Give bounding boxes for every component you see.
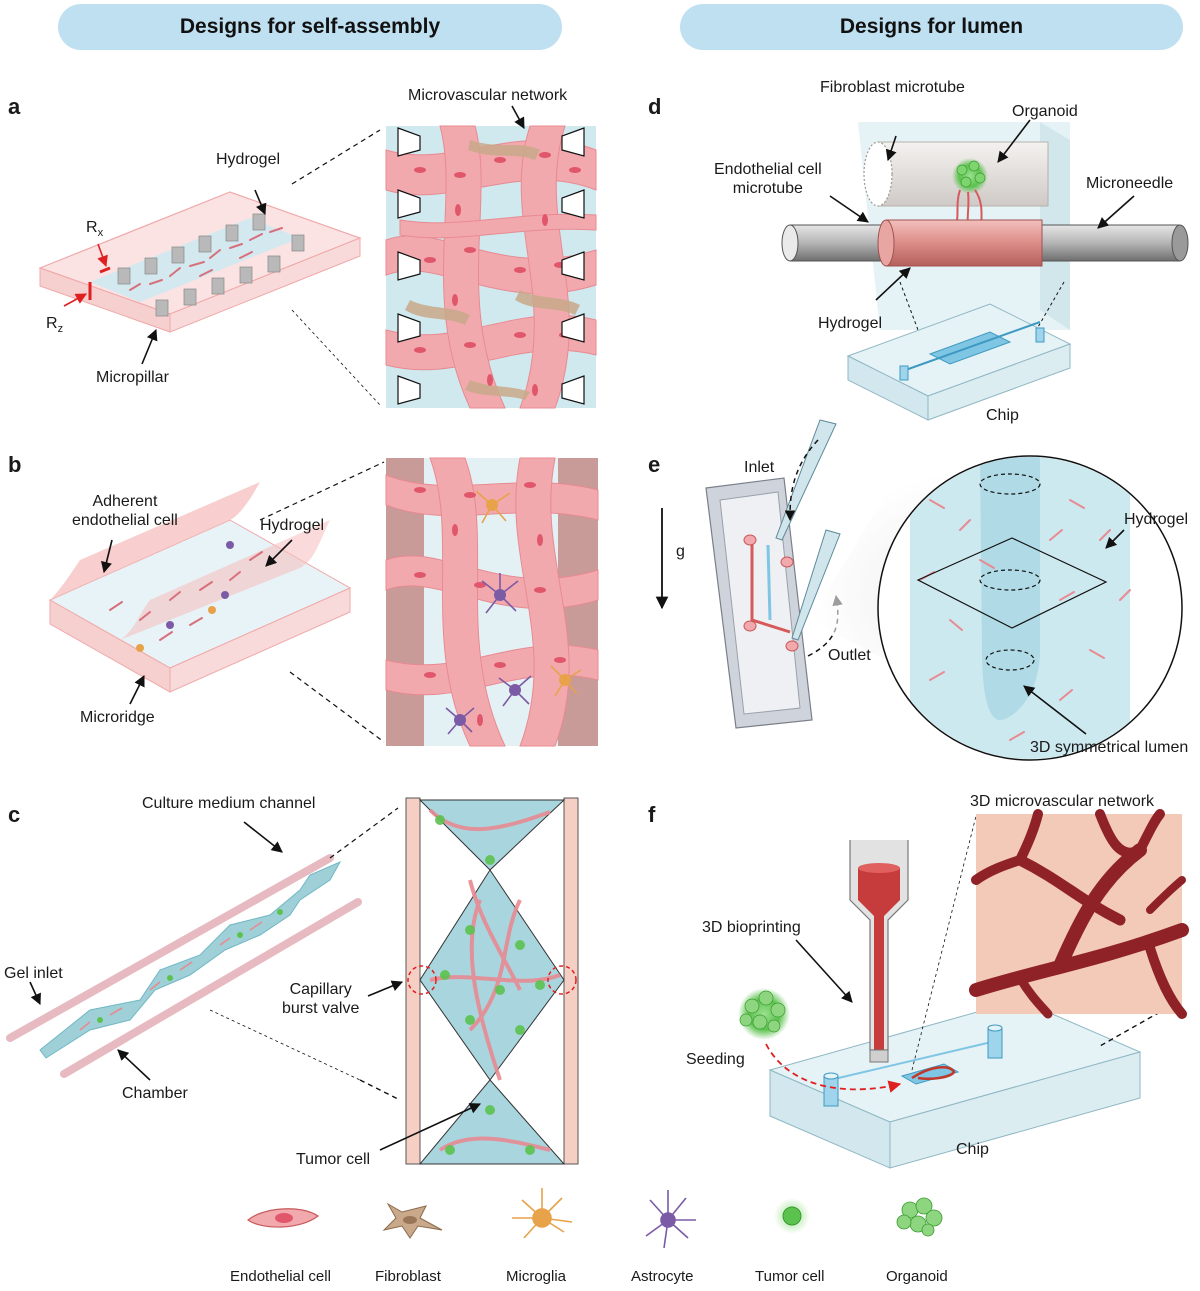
panel-b-illustration — [48, 457, 599, 747]
label-hydrogel-e: Hydrogel — [1124, 511, 1189, 528]
label-3d-bioprinting: 3D bioprinting — [702, 919, 801, 936]
legend-label-endothelial-cell: Endothelial cell — [230, 1268, 331, 1285]
label-outlet: Outlet — [828, 647, 871, 664]
label-rx: Rx — [86, 219, 104, 240]
tumor-cell-icon — [774, 1198, 810, 1234]
label-g: g — [676, 543, 685, 560]
panel-letter-a: a — [8, 94, 21, 119]
label-rz: Rz — [46, 315, 64, 336]
panel-letter-f: f — [648, 802, 656, 827]
label-microvascular-network: Microvascular network — [408, 87, 568, 104]
panel-a-illustration — [38, 105, 597, 409]
panel-letter-c: c — [8, 802, 21, 827]
astrocyte-icon — [645, 1190, 696, 1249]
label-inlet: Inlet — [744, 459, 775, 476]
label-micropillar: Micropillar — [96, 369, 169, 386]
label-3d-symmetrical-lumen: 3D symmetrical lumen — [1030, 739, 1189, 756]
organoid-icon — [896, 1197, 943, 1237]
panel-c-illustration — [6, 797, 579, 1165]
label-culture-medium-channel: Culture medium channel — [142, 795, 316, 812]
header-lumen: Designs for lumen — [680, 4, 1183, 50]
header-self-assembly: Designs for self-assembly — [58, 4, 562, 50]
label-tumor-cell-c: Tumor cell — [296, 1151, 371, 1168]
label-gel-inlet: Gel inlet — [4, 965, 63, 982]
legend-label-organoid: Organoid — [886, 1268, 948, 1285]
microglia-icon — [512, 1188, 573, 1239]
legend-label-microglia: Microglia — [506, 1268, 567, 1285]
legend-label-fibroblast: Fibroblast — [375, 1268, 441, 1285]
panel-d-illustration — [781, 119, 1189, 421]
panel-letter-d: d — [648, 94, 662, 119]
legend-label-tumor-cell: Tumor cell — [755, 1268, 825, 1285]
label-chip-d: Chip — [986, 407, 1019, 424]
panel-e-illustration — [655, 419, 1183, 761]
label-chip-f: Chip — [956, 1141, 989, 1158]
panel-letter-e: e — [648, 452, 661, 477]
legend: Endothelial cell Fibroblast Microglia As… — [0, 1180, 1200, 1290]
legend-label-astrocyte: Astrocyte — [631, 1268, 694, 1285]
label-3d-microvascular-network: 3D microvascular network — [970, 793, 1155, 810]
label-organoid-d: Organoid — [1012, 103, 1078, 120]
label-hydrogel-d: Hydrogel — [818, 315, 883, 332]
label-microridge: Microridge — [80, 709, 155, 726]
panel-f-illustration — [738, 809, 1189, 1169]
fibroblast-icon — [382, 1202, 443, 1239]
label-chamber: Chamber — [122, 1085, 188, 1102]
label-fibroblast-microtube: Fibroblast microtube — [820, 79, 965, 96]
panel-letter-b: b — [8, 452, 22, 477]
label-hydrogel-b: Hydrogel — [260, 517, 325, 534]
endothelial-cell-icon — [247, 1208, 320, 1228]
label-microneedle: Microneedle — [1086, 175, 1174, 192]
legend-icons — [247, 1188, 943, 1249]
label-hydrogel-a: Hydrogel — [216, 151, 281, 168]
label-seeding: Seeding — [686, 1051, 745, 1068]
